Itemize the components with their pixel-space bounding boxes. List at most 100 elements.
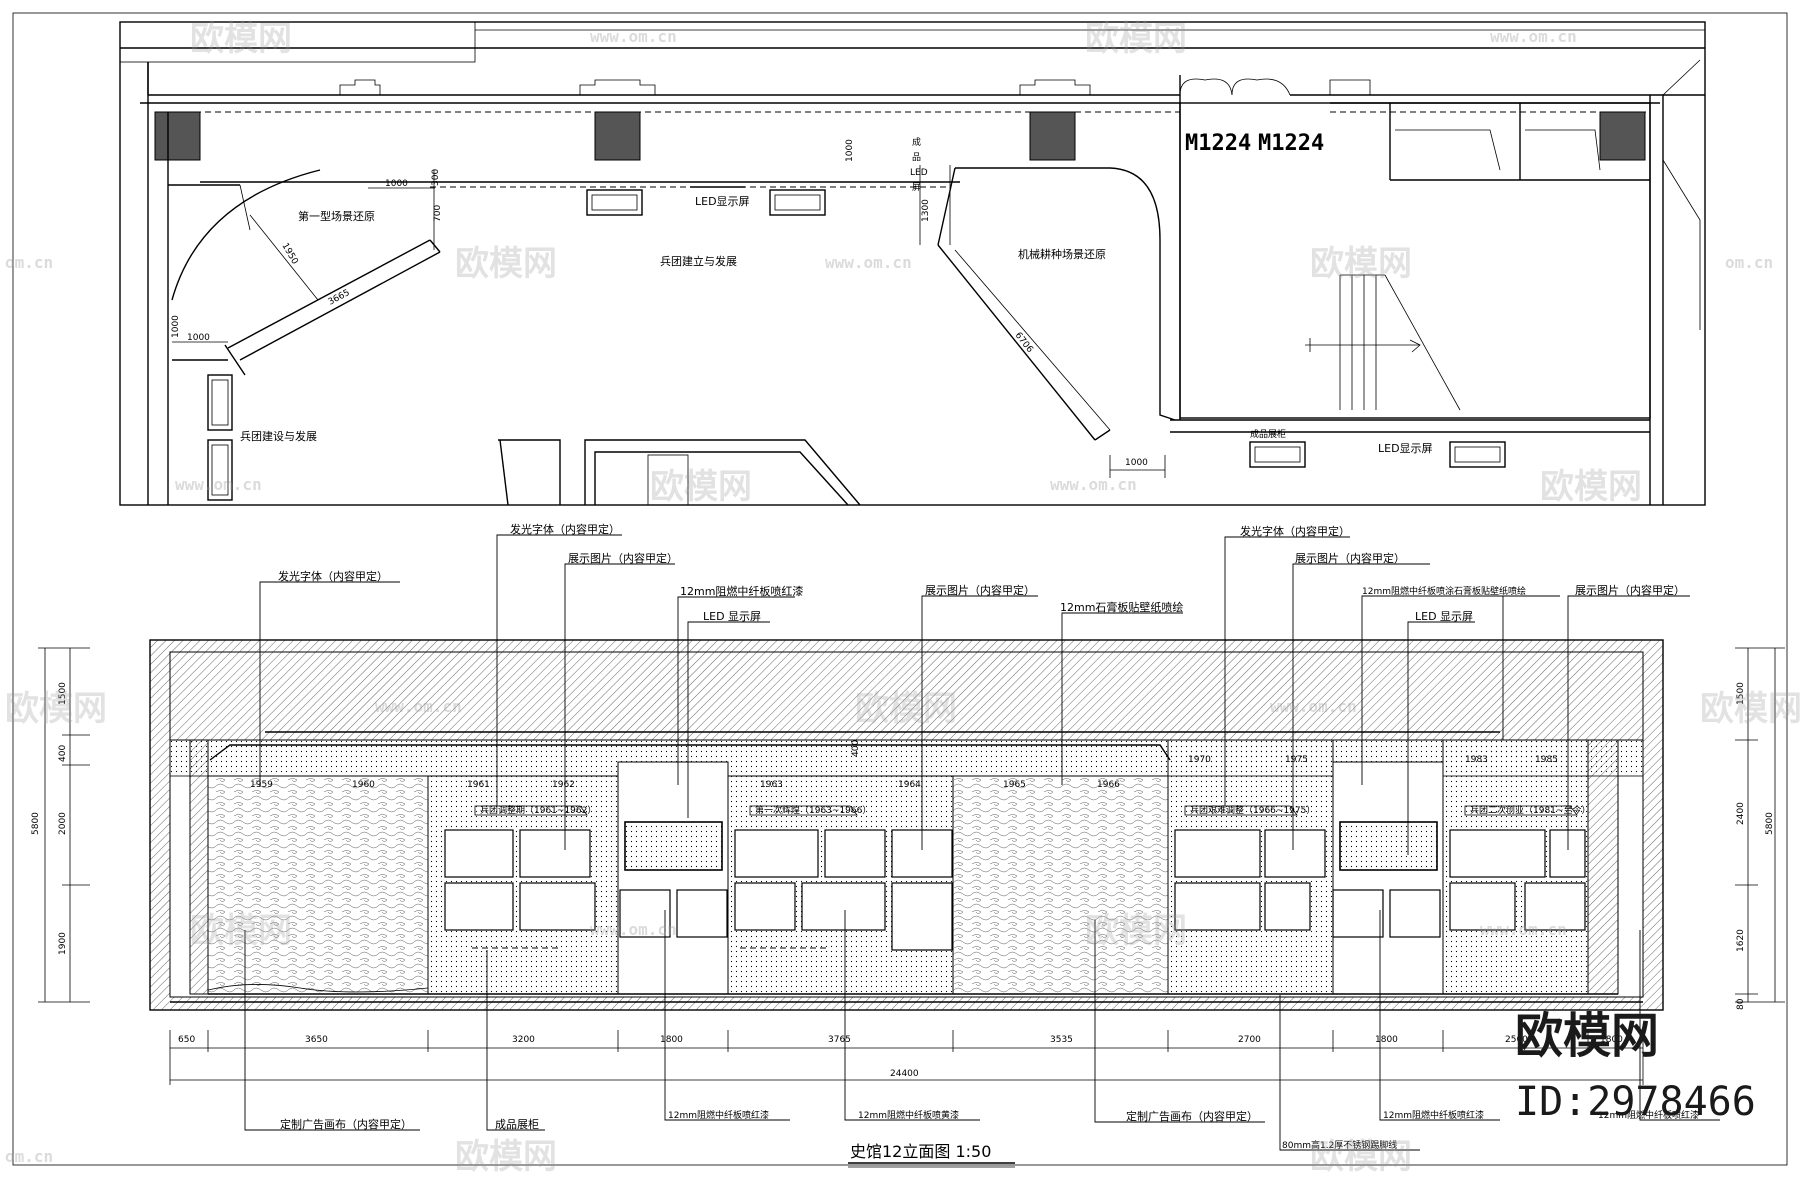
dim-1000e: 1000 [1125,458,1148,468]
watermark-brand-8: 欧模网 [855,689,957,729]
callout-fireproof-red-2: 12mm阻燃中纤板喷红漆 [668,1109,769,1121]
corps-construction-label: 兵团建设与发展 [240,429,317,443]
left-dim-1: 400 [58,745,68,762]
watermark-brand-5: 欧模网 [650,467,752,507]
callout-custom-canvas-1: 定制广告画布（内容甲定） [280,1117,412,1131]
watermark-url-9: www.om.cn [1270,697,1357,716]
watermark-url-12: om.cn [5,1147,53,1166]
finished-led-char-3: LED [910,168,928,178]
watermark-brand-10: 欧模网 [190,911,292,951]
led-screen-label-bottom: LED显示屏 [1378,442,1433,455]
watermark-url-7: www.om.cn [1050,475,1137,494]
elevation: 兵团调整期（1961~1962） 第一次辉煌（1963~1966） 兵团艰难调整… [31,522,1785,1168]
callout-led-1: LED 显示屏 [703,610,761,623]
watermark-brand-6: 欧模网 [1540,467,1642,507]
callout-gypsum-wallpaper: 12mm石膏板贴壁纸喷绘 [1060,600,1183,614]
total-dim: 24400 [890,1069,919,1079]
callout-glow-text-1: 发光字体（内容甲定） [278,569,388,583]
bottom-dim-7: 1800 [1375,1035,1398,1045]
left-dim-2: 2000 [58,812,68,835]
callout-cabinet: 成品展柜 [495,1118,539,1131]
finished-led-char-1: 成 [912,136,921,148]
panel-label-4: 兵团二次创业（1981~至今） [1470,804,1590,816]
watermark-brand-2: 欧模网 [1085,19,1187,59]
door-label-1: M1224 [1185,131,1251,156]
finished-led-char-2: 品 [912,152,921,163]
bottom-dim-6: 2700 [1238,1035,1261,1045]
right-total: 5800 [1765,812,1775,835]
elevation-title: 史馆12立面图 1:50 [850,1142,991,1161]
callout-glow-text-3: 发光字体（内容甲定） [1240,524,1350,538]
watermark-brand-1: 欧模网 [190,19,292,59]
watermark-url-10: www.om.cn [590,920,677,939]
watermark-brand-4: 欧模网 [1310,244,1412,284]
bottom-dim-3: 1800 [660,1035,683,1045]
watermark-url-3: om.cn [5,253,53,272]
callout-display-pic-2: 展示图片（内容甲定） [925,583,1035,597]
bottom-dim-9: 1800 [1600,1035,1623,1045]
finished-led-char-4: 屏 [912,182,921,193]
bottom-dim-4: 3765 [828,1035,851,1045]
plan-cabinet-label: 成品展柜 [1250,428,1286,440]
watermark-url-8: www.om.cn [375,697,462,716]
bottom-dim-8: 2500 [1505,1035,1528,1045]
watermark-brand-3: 欧模网 [455,244,557,284]
callout-fireproof-yellow: 12mm阻燃中纤板喷黄漆 [858,1109,959,1121]
watermark-brand-13: 欧模网 [1310,1137,1412,1177]
door-label-2: M1224 [1258,131,1324,156]
dim-3665: 3665 [327,288,352,308]
machinery-scene-label: 机械耕种场景还原 [1018,247,1106,261]
callout-display-pic-3: 展示图片（内容甲定） [1295,551,1405,565]
callout-fireproof-red-1: 12mm阻燃中纤板喷红漆 [680,584,803,598]
year-1975: 1975 [1285,755,1308,765]
year-1966: 1966 [1097,780,1120,790]
dim-1000d: 1000 [171,315,181,338]
callout-fireproof-red-3: 12mm阻燃中纤板喷红漆 [1383,1109,1484,1121]
watermark-url-4: www.om.cn [825,253,912,272]
dim-1000a: 1000 [385,179,408,189]
corps-founding-label: 兵团建立与发展 [660,254,737,268]
year-1959: 1959 [250,780,273,790]
dim-300: 300 [431,169,441,186]
year-1963: 1963 [760,780,783,790]
year-1964: 1964 [898,780,921,790]
watermark-url-11: www.om.cn [1480,920,1567,939]
year-1965: 1965 [1003,780,1026,790]
stair [1305,274,1461,411]
watermark-url-6: www.om.cn [175,475,262,494]
plan-boundary [119,21,1706,506]
right-dim-2: 1620 [1736,929,1746,952]
watermark-url-5: om.cn [1725,253,1773,272]
watermark-brand-11: 欧模网 [1085,911,1187,951]
year-1961: 1961 [467,780,490,790]
left-total: 5800 [31,812,41,835]
panel-label-1: 兵团调整期（1961~1962） [480,804,596,816]
panel-label-3: 兵团艰难调整（1966~1975） [1190,804,1315,816]
year-1960: 1960 [352,780,375,790]
bottom-dim-0: 650 [178,1035,195,1045]
callout-custom-canvas-2: 定制广告画布（内容甲定） [1126,1109,1258,1123]
watermarks: 欧模网 欧模网 www.om.cn www.om.cn 欧模网 欧模网 om.c… [5,19,1800,1177]
callout-fireproof-mix: 12mm阻燃中纤板喷涂石膏板贴壁纸喷绘 [1362,585,1526,597]
left-dim-3: 1900 [58,932,68,955]
panel-label-2: 第一次辉煌（1963~1966） [755,804,871,816]
brand-mark: 欧模网 ID:2978466 [1515,1008,1756,1125]
callout-led-2: LED 显示屏 [1415,610,1473,623]
callout-glow-text-2: 发光字体（内容甲定） [510,522,620,536]
year-1962: 1962 [552,780,575,790]
year-1985: 1985 [1535,755,1558,765]
watermark-brand-12: 欧模网 [455,1137,557,1177]
dim-1300: 1300 [921,199,931,222]
callout-steel-skirting: 80mm高1.2厚不锈钢踢脚线 [1282,1139,1397,1151]
callout-fireproof-red-4: 12mm阻燃中纤板喷红漆 [1598,1109,1699,1121]
right-dim-1: 2400 [1736,802,1746,825]
left-dim-0: 1500 [58,682,68,705]
year-1983: 1983 [1465,755,1488,765]
bottom-dim-1: 3650 [305,1035,328,1045]
right-dim-0: 1500 [1736,682,1746,705]
right-dim-3: 80 [1736,998,1746,1010]
callout-display-pic-4: 展示图片（内容甲定） [1575,583,1685,597]
floor-plan: 1000 300 700 1000 1300 1950 3665 1000 10… [119,21,1706,506]
